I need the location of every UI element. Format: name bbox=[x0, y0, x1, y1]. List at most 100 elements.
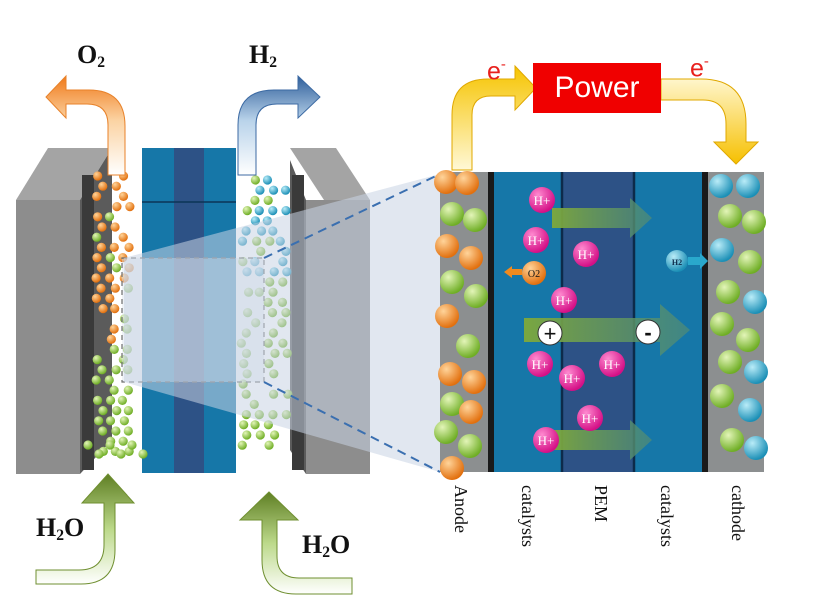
green-particle bbox=[716, 280, 740, 304]
cyan-particle bbox=[709, 174, 733, 198]
green-particle bbox=[239, 420, 249, 430]
green-particle bbox=[111, 365, 121, 375]
green-particle bbox=[464, 284, 488, 308]
proton-ion: H+ bbox=[529, 187, 555, 213]
layer-label-anode: Anode bbox=[451, 485, 471, 533]
h2o-right-tail: O bbox=[330, 530, 351, 559]
orange-particle bbox=[98, 304, 108, 314]
zoom-particles bbox=[434, 170, 768, 480]
h2o-inlet-arrow-left-icon bbox=[35, 473, 136, 585]
green-particle bbox=[94, 416, 104, 426]
proton-flow-arrow-bottom-icon bbox=[552, 420, 652, 460]
cyan-particle bbox=[255, 185, 265, 195]
orange-particle bbox=[109, 242, 119, 252]
green-particle bbox=[250, 420, 260, 430]
zoom-projection bbox=[124, 174, 440, 472]
orange-particle bbox=[93, 212, 103, 222]
green-particle bbox=[440, 202, 464, 226]
proton-ion-icon bbox=[599, 351, 625, 377]
green-particle bbox=[458, 434, 482, 458]
zoom-line-top bbox=[263, 173, 441, 259]
green-particle bbox=[456, 334, 480, 358]
electron-left-charge: - bbox=[500, 56, 506, 73]
h2o-input-label-right: H2O bbox=[302, 530, 350, 562]
cyan-particle bbox=[268, 185, 279, 195]
orange-particle bbox=[93, 171, 103, 181]
proton-ion-label: H+ bbox=[556, 293, 573, 308]
orange-particle bbox=[118, 232, 128, 242]
h2-molecule-label: H2 bbox=[672, 258, 682, 267]
proton-ion-icon bbox=[527, 351, 553, 377]
h2o-right-element: H bbox=[302, 530, 323, 559]
h2o-input-label-left: H2O bbox=[36, 513, 84, 545]
cyan-particle bbox=[280, 185, 291, 195]
orange-particle bbox=[105, 273, 115, 283]
green-particle bbox=[105, 440, 115, 450]
orange-particle bbox=[106, 334, 116, 344]
green-particle bbox=[263, 195, 273, 205]
green-particle bbox=[83, 440, 93, 450]
h2o-inlet-arrow-right-icon bbox=[238, 491, 353, 595]
green-particle bbox=[123, 385, 133, 395]
orange-particle bbox=[118, 191, 129, 201]
orange-particle bbox=[110, 283, 120, 293]
green-particle bbox=[98, 426, 108, 436]
green-particle bbox=[94, 449, 104, 459]
orange-particle bbox=[96, 283, 106, 293]
green-particle bbox=[119, 416, 129, 426]
cyan-particle bbox=[281, 206, 291, 216]
proton-ion: H+ bbox=[523, 227, 549, 253]
cyan-particle bbox=[262, 175, 273, 185]
o2-molecule-label: O2 bbox=[528, 269, 540, 280]
orange-particle bbox=[455, 171, 479, 195]
green-particle bbox=[109, 344, 119, 354]
cyan-particle bbox=[736, 174, 760, 198]
green-particle bbox=[93, 395, 103, 405]
negative-charge-icon bbox=[635, 319, 661, 345]
green-particle bbox=[98, 406, 108, 416]
positive-charge-sign: + bbox=[544, 321, 557, 346]
proton-ion-label: H+ bbox=[528, 233, 545, 248]
orange-particle bbox=[459, 400, 483, 424]
green-particle bbox=[742, 210, 766, 234]
proton-ion-icon bbox=[577, 405, 603, 431]
green-particle bbox=[92, 355, 102, 365]
power-load: Power bbox=[533, 63, 661, 113]
orange-particle bbox=[124, 242, 134, 252]
o2-output-label: O2 bbox=[77, 40, 105, 72]
h2-molecule-icon bbox=[666, 250, 688, 272]
cyan-particle bbox=[743, 290, 767, 314]
orange-particle bbox=[92, 191, 102, 201]
proton-ion-icon bbox=[533, 427, 559, 453]
cyan-particle bbox=[744, 436, 768, 460]
green-particle bbox=[123, 406, 133, 416]
proton-ion: H+ bbox=[527, 351, 553, 377]
h2o-left-element: H bbox=[36, 513, 57, 542]
orange-particle bbox=[112, 202, 122, 212]
green-particle bbox=[127, 440, 137, 450]
h2-output-label: H2 bbox=[249, 40, 277, 72]
orange-particle bbox=[125, 202, 135, 212]
orange-particle bbox=[110, 222, 120, 232]
proton-ion: H+ bbox=[533, 427, 559, 453]
layer-label-cathode: cathode bbox=[728, 485, 748, 541]
cyan-particle bbox=[268, 206, 278, 216]
o2-label-subscript: 2 bbox=[97, 53, 106, 71]
green-particle bbox=[138, 449, 148, 459]
green-particle bbox=[736, 328, 760, 352]
orange-particle bbox=[435, 304, 459, 328]
orange-particle bbox=[111, 181, 121, 191]
proton-ion-label: H+ bbox=[604, 357, 621, 372]
green-particle bbox=[91, 375, 101, 385]
green-particle bbox=[92, 232, 102, 242]
green-particle bbox=[718, 350, 742, 374]
orange-particle bbox=[92, 253, 102, 263]
orange-particle bbox=[434, 170, 458, 194]
green-particle bbox=[463, 208, 487, 232]
green-particle bbox=[111, 426, 121, 436]
electron-flow-arrow-right-icon bbox=[660, 78, 760, 165]
charge-flow-arrow-icon bbox=[524, 304, 690, 356]
h2-label-subscript: 2 bbox=[269, 53, 278, 71]
proton-ion-label: H+ bbox=[532, 357, 549, 372]
